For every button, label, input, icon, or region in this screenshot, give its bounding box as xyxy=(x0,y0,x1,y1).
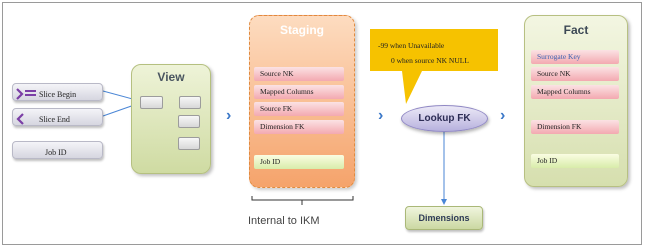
staging-item-job-id: Job ID xyxy=(254,155,344,169)
view-table-1 xyxy=(140,96,163,109)
chevron-right-icon xyxy=(16,88,24,100)
job-id-input: Job ID xyxy=(12,141,103,159)
slice-begin-label: Slice Begin xyxy=(39,90,77,99)
staging-item-dimension-fk: Dimension FK xyxy=(254,120,344,134)
fact-item-dimension-fk: Dimension FK xyxy=(531,120,619,134)
dimensions-node: Dimensions xyxy=(405,206,483,230)
staging-item-source-nk: Source NK xyxy=(254,67,344,81)
fact-item-mapped-columns: Mapped Columns xyxy=(531,85,619,99)
staging-brace xyxy=(251,196,354,205)
staging-item-mapped-columns: Mapped Columns xyxy=(254,85,344,99)
fact-title: Fact xyxy=(563,23,589,37)
slice-end-input: Slice End xyxy=(12,108,103,126)
view-table-3 xyxy=(178,115,200,128)
equals-icon xyxy=(25,90,36,96)
view-table-2 xyxy=(179,96,201,109)
fact-item-source-nk: Source NK xyxy=(531,67,619,81)
chevron-right-icon: › xyxy=(378,107,384,124)
slice-begin-input: Slice Begin xyxy=(12,83,103,101)
callout-bubble xyxy=(370,29,498,104)
staging-title: Staging xyxy=(280,23,324,37)
view-title: View xyxy=(157,70,185,84)
chevron-right-icon: › xyxy=(500,107,506,124)
staging-caption: Internal to IKM xyxy=(248,215,320,227)
fact-item-job-id: Job ID xyxy=(531,154,619,168)
job-id-label: Job ID xyxy=(45,148,67,157)
slice-end-label: Slice End xyxy=(39,115,70,124)
staging-item-source-fk: Source FK xyxy=(254,102,344,116)
callout-line-1: -99 when Unavailable xyxy=(378,41,445,50)
view-table-4 xyxy=(178,137,200,150)
chevron-right-icon: › xyxy=(226,107,232,124)
fact-item-surrogate-key: Surrogate Key xyxy=(531,50,619,64)
callout-line-2: 0 when source NK NULL xyxy=(391,56,469,65)
chevron-left-icon xyxy=(16,113,24,125)
lookup-fk-node: Lookup FK xyxy=(401,105,488,132)
